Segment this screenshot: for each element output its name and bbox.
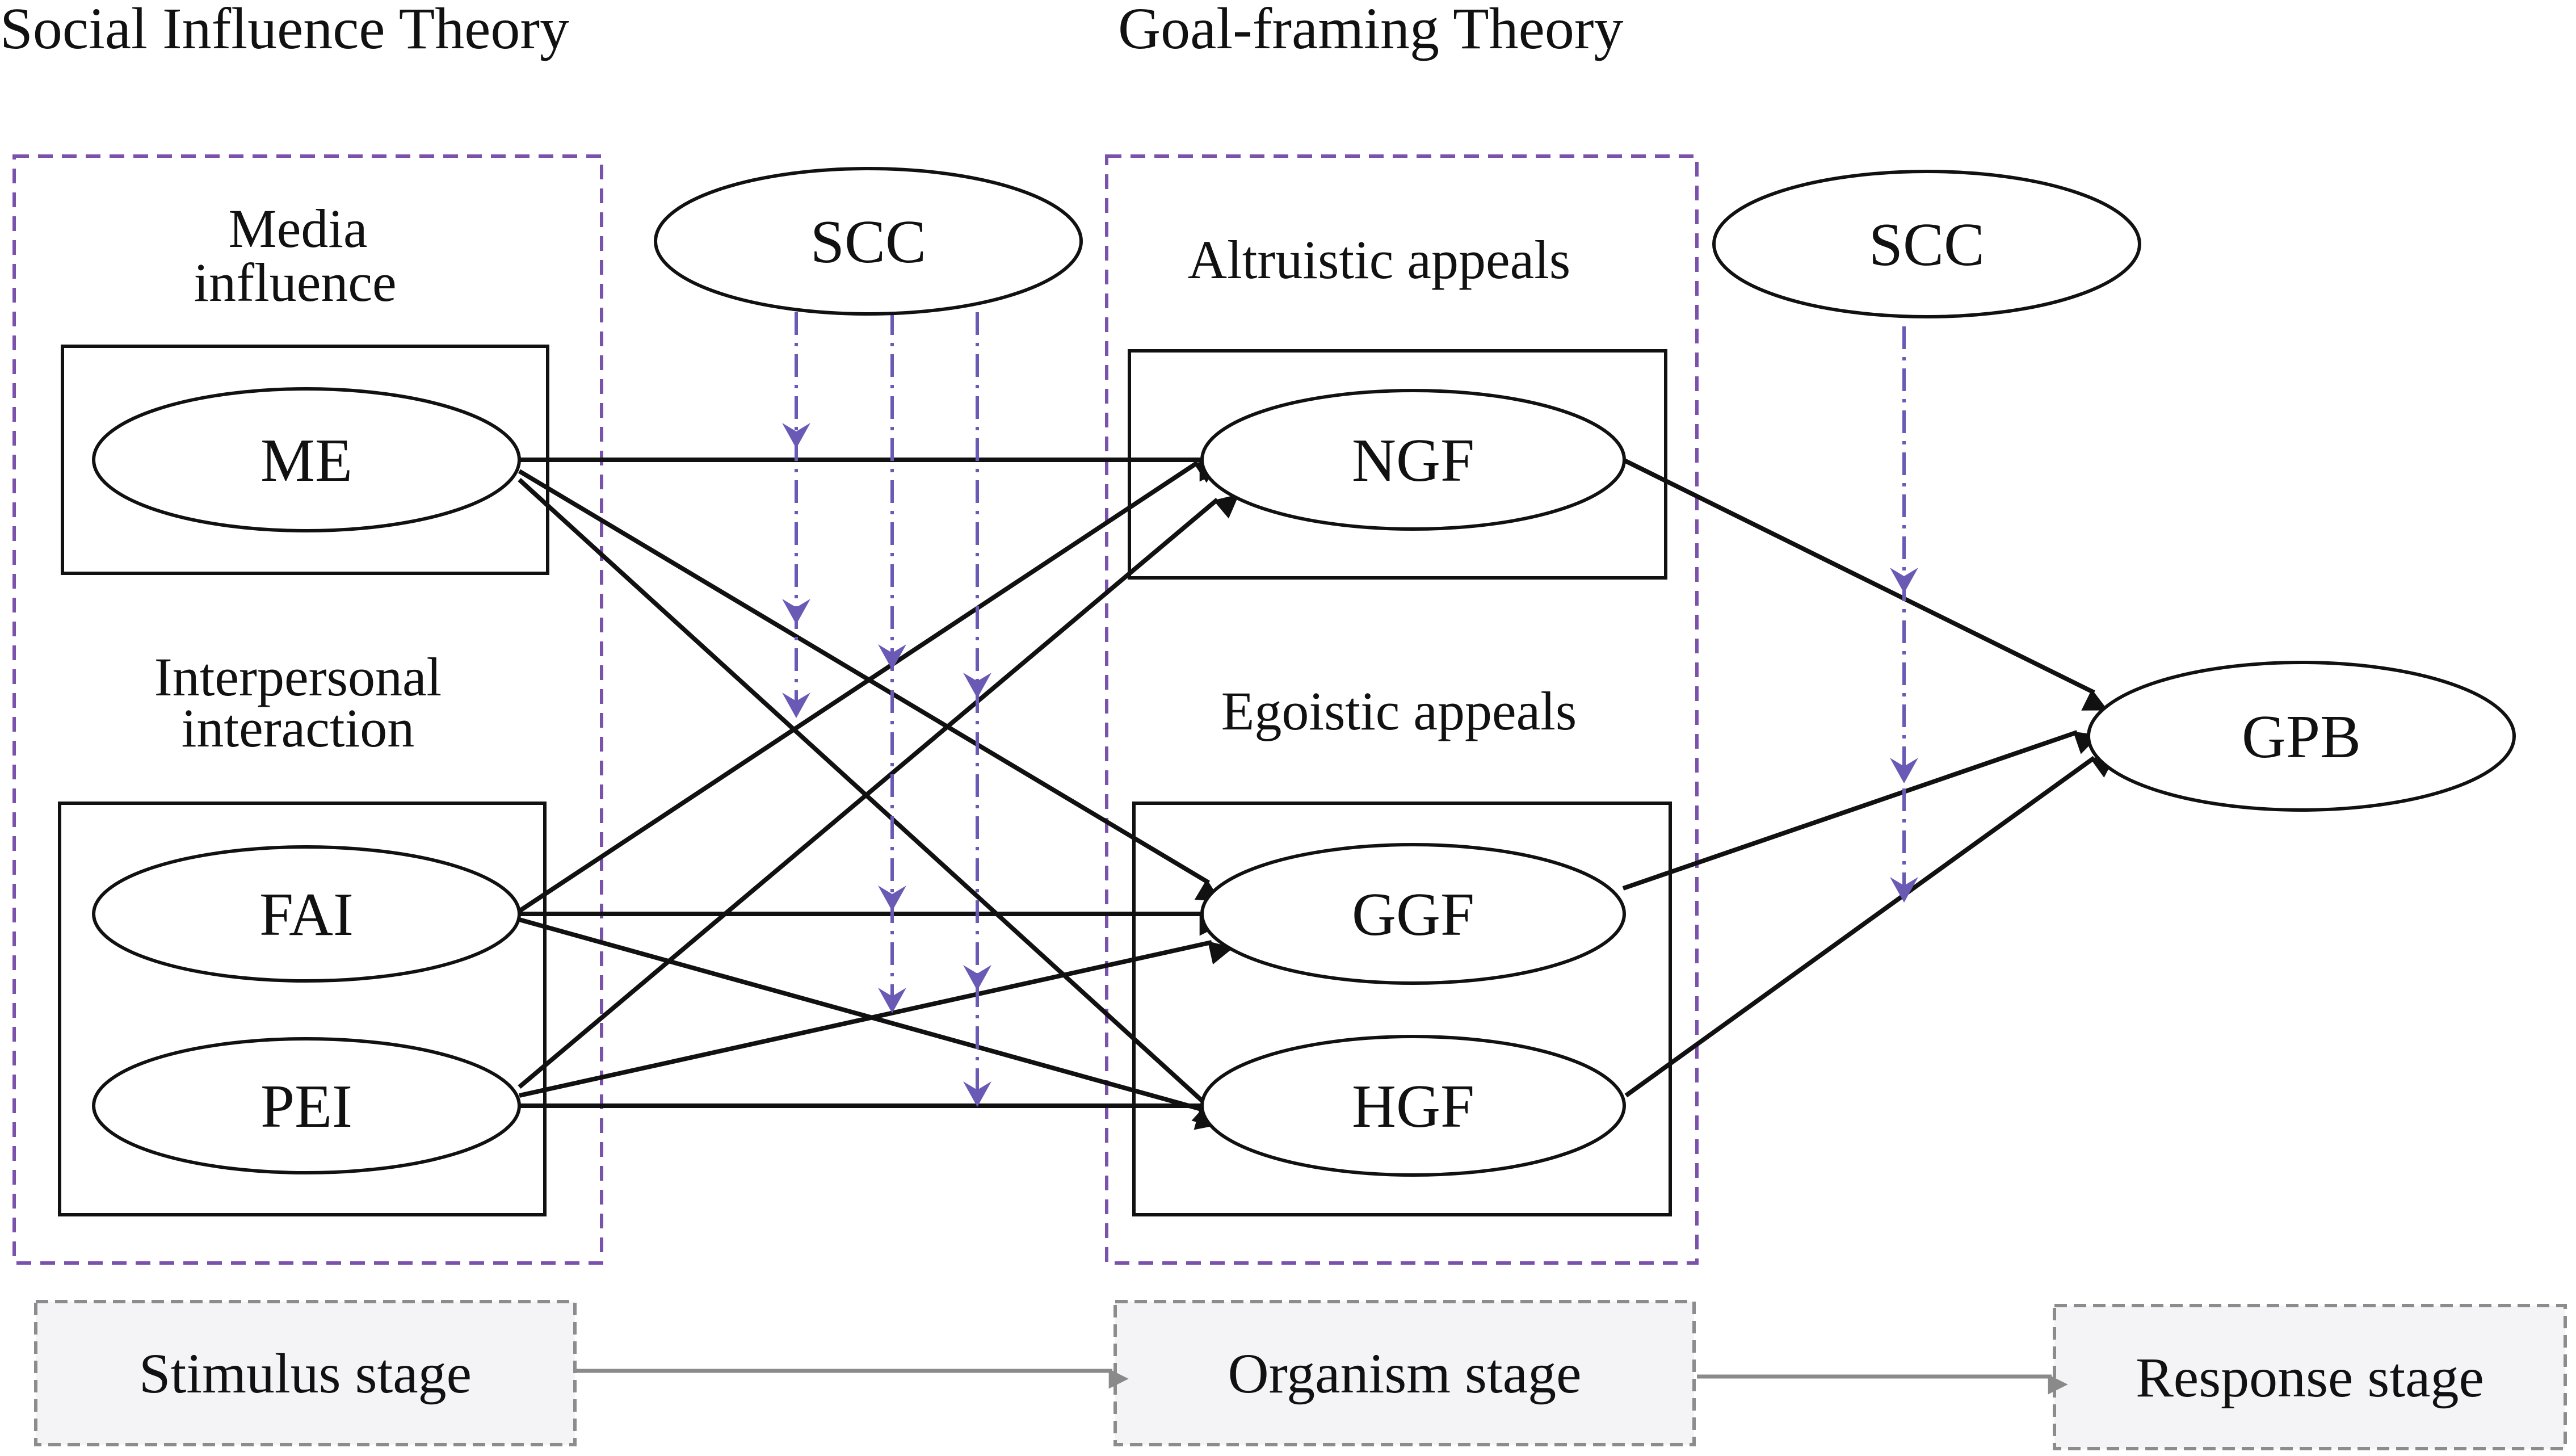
social-influence-theory-title: Social Influence Theory — [0, 0, 569, 61]
stage-response: Response stage — [2053, 1304, 2567, 1450]
mod-arrowhead — [878, 644, 906, 670]
node-ggf-shape — [1200, 843, 1626, 985]
stage-arrows — [576, 1369, 2068, 1395]
node-fai-shape — [92, 845, 521, 983]
path-me-hgf — [518, 478, 1217, 1128]
organism-to-response-paths — [1622, 458, 2117, 1098]
interpersonal-interaction-label: Interpersonal — [154, 647, 442, 707]
stage-response-box — [2053, 1304, 2567, 1450]
goal-framing-group — [1105, 154, 1699, 1265]
stage-stimulus: Stimulus stage — [34, 1300, 577, 1446]
social-influence-group — [12, 154, 603, 1265]
goal-framing-theory-title: Goal-framing Theory — [1118, 0, 1623, 61]
node-scc-2: SCC — [1712, 170, 2141, 318]
mod-arrowhead — [782, 423, 810, 448]
path-pei-ggf — [519, 940, 1234, 1098]
node-gpb: GPB — [2087, 661, 2516, 812]
node-hgf: HGF — [1200, 1035, 1626, 1177]
path-ngf-gpb — [1622, 458, 2108, 711]
mod-arrowhead — [1890, 758, 1918, 783]
node-fai-label: FAI — [259, 881, 354, 949]
path-fai-ngf — [518, 459, 1220, 913]
mod-arrowhead — [1890, 877, 1918, 903]
node-scc-1: SCC — [654, 167, 1083, 316]
node-pei-label: PEI — [260, 1073, 352, 1140]
stage-organism-box — [1113, 1300, 1696, 1446]
node-ngf: NGF — [1200, 389, 1626, 531]
mod-arrowhead — [963, 673, 991, 698]
path-me-ggf — [518, 469, 1221, 902]
mod-arrowhead — [878, 988, 906, 1013]
node-gpb-shape — [2087, 661, 2516, 812]
stage-stimulus-box — [34, 1300, 577, 1446]
mod-arrowhead — [963, 965, 991, 991]
mod-arrowhead — [963, 1081, 991, 1107]
node-ngf-shape — [1200, 389, 1626, 531]
stage-organism: Organism stage — [1113, 1300, 1696, 1446]
node-pei: PEI — [92, 1037, 521, 1174]
path-fai-hgf — [518, 917, 1220, 1130]
mod-arrowhead — [782, 599, 810, 624]
node-me: ME — [92, 387, 521, 532]
node-ggf: GGF — [1200, 843, 1626, 985]
node-gpb-label: GPB — [2242, 703, 2361, 771]
node-ggf-label: GGF — [1352, 881, 1474, 949]
mod-arrowhead — [782, 693, 810, 718]
ggf-hgf-box — [1132, 802, 1672, 1216]
stage-organism-label: Organism stage — [1228, 1342, 1581, 1405]
node-me-shape — [92, 387, 521, 532]
egoistic-appeals-label: Egoistic appeals — [1221, 681, 1577, 741]
node-pei-shape — [92, 1037, 521, 1174]
scc-moderator-arrowheads — [782, 423, 1918, 1107]
path-hgf-gpb — [1624, 754, 2117, 1098]
path-ggf-gpb — [1622, 730, 2100, 891]
node-me-label: ME — [260, 427, 352, 494]
media-influence-label: Media — [228, 198, 367, 259]
path-pei-ngf — [518, 494, 1239, 1089]
altruistic-appeals-label: Altruistic appeals — [1188, 229, 1570, 290]
node-scc-1-label: SCC — [810, 208, 926, 276]
node-fai: FAI — [92, 845, 521, 983]
node-hgf-label: HGF — [1352, 1073, 1474, 1140]
mod-arrowhead — [878, 886, 906, 911]
stage-response-label: Response stage — [2136, 1346, 2484, 1409]
interpersonal-interaction-label-line2: interaction — [182, 698, 414, 758]
node-scc-2-shape — [1712, 170, 2141, 318]
fai-pei-box — [58, 802, 547, 1216]
ngf-box — [1128, 349, 1667, 580]
node-ngf-label: NGF — [1352, 427, 1474, 494]
media-influence-label-line2: influence — [194, 252, 396, 313]
node-hgf-shape — [1200, 1035, 1626, 1177]
stimulus-to-organism-paths — [518, 458, 1239, 1130]
node-scc-1-shape — [654, 167, 1083, 316]
mod-arrowhead — [1890, 568, 1918, 593]
stage-stimulus-label: Stimulus stage — [139, 1342, 472, 1405]
node-scc-2-label: SCC — [1869, 211, 1985, 279]
